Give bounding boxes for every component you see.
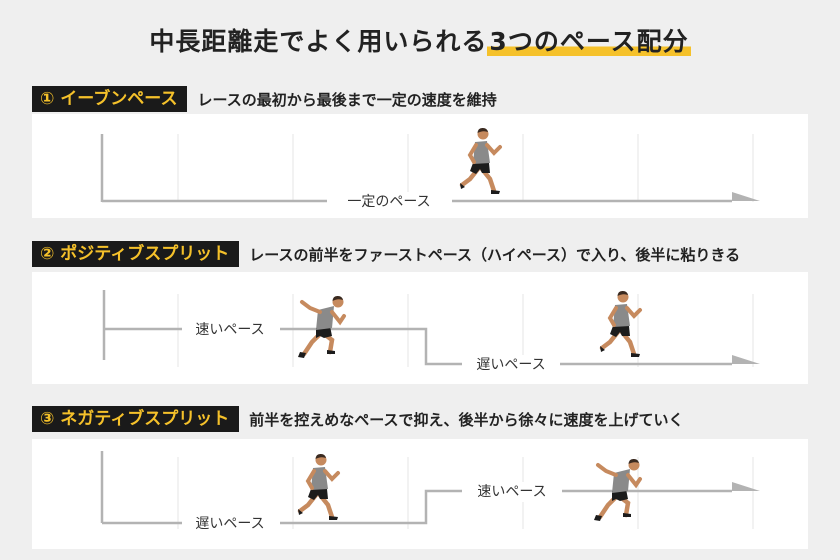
section-tag: ① イーブンペース bbox=[32, 86, 188, 112]
pace-diagram: 速いペース 遅いペース bbox=[102, 290, 760, 375]
section-negative-split: ③ ネガティブスプリット 前半を控えめなペースで抑え、後半から徐々に速度を上げて… bbox=[32, 405, 808, 549]
section-description: レースの最初から最後まで一定の速度を維持 bbox=[197, 90, 497, 109]
runner-icon bbox=[456, 124, 506, 198]
pace-label-backdrop bbox=[189, 514, 271, 534]
pace-label: 遅いペース bbox=[195, 516, 264, 532]
title-main: 中長距離走でよく用いられる bbox=[149, 27, 488, 56]
section-header: ③ ネガティブスプリット 前半を控えめなペースで抑え、後半から徐々に速度を上げて… bbox=[32, 405, 808, 433]
pace-diagram-panel: 遅いペース 速いペース bbox=[32, 439, 808, 549]
pace-label: 速いペース bbox=[477, 484, 546, 500]
pace-label: 速いペース bbox=[195, 322, 264, 338]
pace-diagram: 一定のペース bbox=[100, 134, 760, 212]
pace-line bbox=[280, 327, 462, 366]
section-even-pace: ① イーブンペース レースの最初から最後まで一定の速度を維持 一定のペース bbox=[32, 85, 808, 218]
section-header: ② ポジティブスプリット レースの前半をファーストペース（ハイペース）で入り、後… bbox=[32, 240, 808, 268]
pace-diagram: 遅いペース 速いペース bbox=[100, 451, 760, 534]
pace-label: 一定のペース bbox=[347, 194, 430, 210]
pace-label-backdrop bbox=[471, 482, 553, 502]
pace-line bbox=[280, 489, 462, 525]
pace-diagram-panel: 一定のペース bbox=[32, 114, 808, 218]
section-tag: ③ ネガティブスプリット bbox=[32, 406, 240, 432]
section-header: ① イーブンペース レースの最初から最後まで一定の速度を維持 bbox=[32, 85, 808, 113]
page-title: 中長距離走でよく用いられる3つのペース配分 bbox=[0, 22, 840, 58]
pace-label: 遅いペース bbox=[476, 357, 545, 373]
title-highlight: 3つのペース配分 bbox=[487, 27, 691, 56]
arrow-head bbox=[732, 482, 760, 491]
arrow-head bbox=[732, 192, 760, 201]
pace-label-backdrop bbox=[470, 355, 552, 375]
arrow-head bbox=[732, 355, 760, 364]
runner-sprint-icon bbox=[290, 292, 354, 362]
pace-label-backdrop bbox=[189, 320, 271, 340]
section-tag: ② ポジティブスプリット bbox=[32, 241, 240, 267]
section-positive-split: ② ポジティブスプリット レースの前半をファーストペース（ハイペース）で入り、後… bbox=[32, 240, 808, 384]
section-description: レースの前半をファーストペース（ハイペース）で入り、後半に粘りきる bbox=[249, 245, 741, 264]
runner-sprint-icon bbox=[586, 455, 650, 525]
section-description: 前半を控えめなペースで抑え、後半から徐々に速度を上げていく bbox=[249, 410, 684, 429]
pace-label-backdrop bbox=[341, 192, 437, 212]
pace-diagram-panel: 速いペース 遅いペース bbox=[32, 272, 808, 384]
runner-icon bbox=[596, 286, 646, 362]
runner-icon bbox=[294, 449, 344, 525]
